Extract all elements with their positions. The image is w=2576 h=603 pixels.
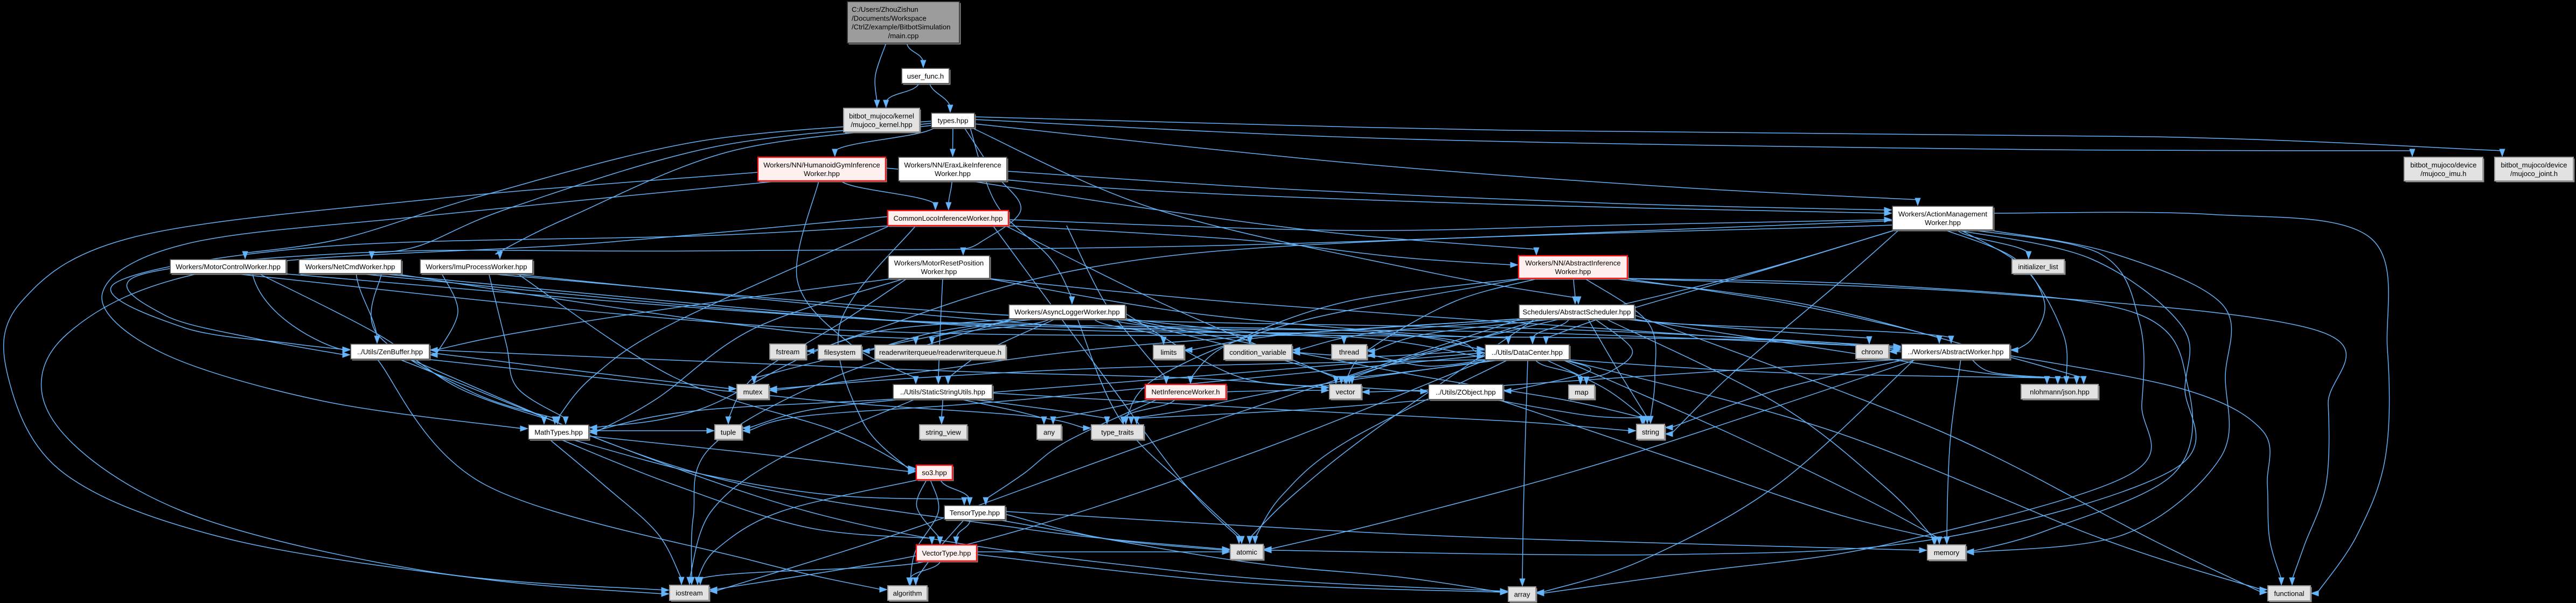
- svg-text:tuple: tuple: [721, 429, 736, 437]
- svg-text:readerwriterqueue/readerwriter: readerwriterqueue/readerwriterqueue.h: [879, 348, 1001, 356]
- svg-text:Schedulers/AbstractScheduler.h: Schedulers/AbstractScheduler.hpp: [1523, 308, 1631, 316]
- svg-text:Workers/ImuProcessWorker.hpp: Workers/ImuProcessWorker.hpp: [426, 263, 527, 271]
- svg-text:Workers/NN/HumanoidGymInferenc: Workers/NN/HumanoidGymInference: [763, 161, 880, 169]
- svg-text:array: array: [1514, 591, 1530, 599]
- svg-text:string: string: [1642, 428, 1659, 436]
- svg-text:atomic: atomic: [1236, 548, 1257, 556]
- svg-text:so3.hpp: so3.hpp: [922, 469, 947, 477]
- svg-text:NetInferenceWorker.h: NetInferenceWorker.h: [1151, 388, 1220, 396]
- svg-text:limits: limits: [1161, 348, 1177, 356]
- svg-text:any: any: [1043, 429, 1055, 437]
- svg-text:Workers/ActionManagement: Workers/ActionManagement: [1898, 210, 1987, 218]
- svg-text:algorithm: algorithm: [893, 590, 922, 598]
- svg-text:/CtrlZ/example/BitbotSimulatio: /CtrlZ/example/BitbotSimulation: [852, 23, 950, 31]
- svg-text:/mujoco_joint.h: /mujoco_joint.h: [2510, 170, 2558, 178]
- svg-text:Worker.hpp: Worker.hpp: [921, 268, 957, 276]
- svg-text:iostream: iostream: [676, 589, 702, 597]
- svg-text:vector: vector: [1336, 388, 1355, 396]
- svg-text:Workers/NetCmdWorker.hpp: Workers/NetCmdWorker.hpp: [305, 263, 395, 271]
- svg-text:../Utils/StaticStringUtils.hpp: ../Utils/StaticStringUtils.hpp: [900, 388, 985, 396]
- svg-text:memory: memory: [1934, 549, 1960, 557]
- svg-text:chrono: chrono: [1861, 348, 1883, 356]
- svg-text:C:/Users/ZhouZishun: C:/Users/ZhouZishun: [852, 5, 918, 13]
- svg-text:filesystem: filesystem: [824, 348, 855, 356]
- svg-text:../Utils/ZObject.hpp: ../Utils/ZObject.hpp: [1436, 388, 1495, 396]
- svg-text:thread: thread: [1339, 348, 1359, 356]
- svg-text:Workers/NN/EraxLikeInference: Workers/NN/EraxLikeInference: [904, 161, 1001, 169]
- svg-text:/main.cpp: /main.cpp: [888, 32, 919, 40]
- svg-text:bitbot_mujoco/device: bitbot_mujoco/device: [2501, 161, 2567, 169]
- svg-text:../Workers/AbstractWorker.hpp: ../Workers/AbstractWorker.hpp: [1908, 348, 2004, 356]
- svg-text:Worker.hpp: Worker.hpp: [1555, 268, 1591, 276]
- svg-text:/Documents/Workspace: /Documents/Workspace: [852, 14, 927, 22]
- svg-text:condition_variable: condition_variable: [1229, 348, 1286, 356]
- svg-text:type_traits: type_traits: [1101, 429, 1134, 437]
- svg-text:functional: functional: [2274, 590, 2304, 598]
- svg-text:Workers/AsyncLoggerWorker.hpp: Workers/AsyncLoggerWorker.hpp: [1014, 308, 1119, 316]
- svg-text:user_func.h: user_func.h: [907, 72, 944, 80]
- svg-text:/mujoco_kernel.hpp: /mujoco_kernel.hpp: [851, 121, 912, 129]
- svg-text:bitbot_mujoco/device: bitbot_mujoco/device: [2410, 161, 2476, 169]
- svg-text:CommonLocoInferenceWorker.hpp: CommonLocoInferenceWorker.hpp: [894, 214, 1003, 222]
- svg-text:Workers/MotorResetPosition: Workers/MotorResetPosition: [894, 259, 984, 267]
- svg-text:../Utils/ZenBuffer.hpp: ../Utils/ZenBuffer.hpp: [357, 348, 423, 356]
- svg-text:bitbot_mujoco/kernel: bitbot_mujoco/kernel: [849, 112, 914, 120]
- svg-text:MathTypes.hpp: MathTypes.hpp: [534, 429, 583, 437]
- svg-text:fstream: fstream: [776, 348, 800, 356]
- svg-text:Workers/MotorControlWorker.hpp: Workers/MotorControlWorker.hpp: [176, 263, 281, 271]
- svg-text:Worker.hpp: Worker.hpp: [804, 170, 840, 178]
- svg-text:VectorType.hpp: VectorType.hpp: [922, 549, 971, 557]
- svg-text:mutex: mutex: [743, 388, 763, 396]
- svg-text:/mujoco_imu.h: /mujoco_imu.h: [2420, 170, 2466, 178]
- svg-text:TensorType.hpp: TensorType.hpp: [950, 509, 1000, 517]
- svg-text:initializer_list: initializer_list: [2018, 263, 2058, 271]
- svg-text:Workers/NN/AbstractInference: Workers/NN/AbstractInference: [1525, 259, 1620, 267]
- svg-text:Worker.hpp: Worker.hpp: [935, 170, 971, 178]
- svg-text:types.hpp: types.hpp: [938, 117, 969, 125]
- svg-text:nlohmann/json.hpp: nlohmann/json.hpp: [2030, 388, 2090, 396]
- svg-text:../Utils/DataCenter.hpp: ../Utils/DataCenter.hpp: [1492, 348, 1563, 356]
- svg-text:Worker.hpp: Worker.hpp: [1925, 219, 1961, 227]
- svg-text:string_view: string_view: [925, 429, 961, 437]
- svg-text:map: map: [1575, 388, 1588, 396]
